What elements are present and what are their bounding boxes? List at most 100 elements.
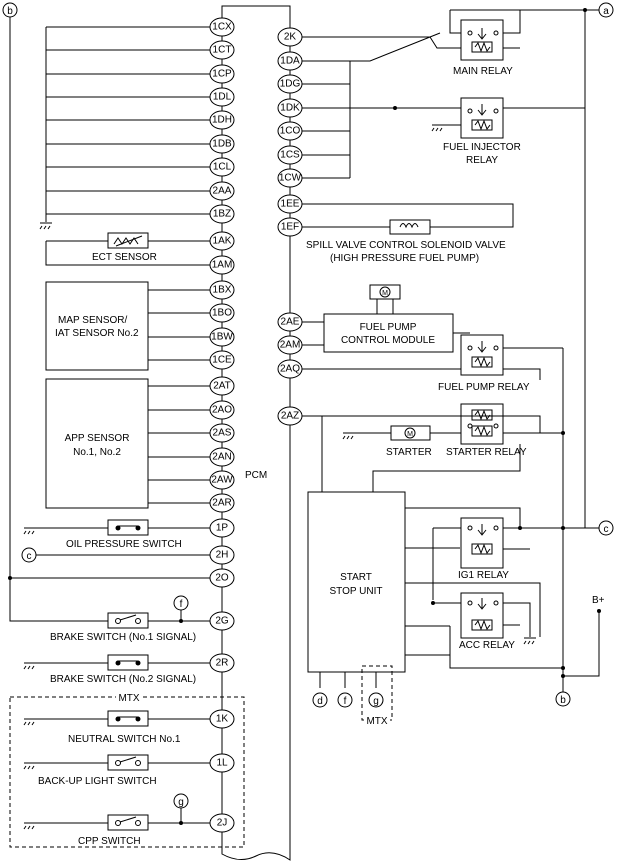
svg-text:1BZ: 1BZ <box>213 209 231 220</box>
connector-d: d <box>312 692 328 708</box>
svg-text:2AE: 2AE <box>281 317 300 328</box>
left-pin-2AA: 2AA <box>209 181 235 201</box>
svg-text:f: f <box>180 599 183 610</box>
left-pin-1K: 1K <box>209 709 235 729</box>
svg-text:a: a <box>603 6 609 17</box>
right-pin-1CS: 1CS <box>277 145 303 165</box>
svg-text:g: g <box>373 696 379 707</box>
left-pin-2O: 2O <box>209 568 235 588</box>
left-pin-1CT: 1CT <box>209 40 235 60</box>
left-pin-2G: 2G <box>209 611 235 631</box>
main-relay-label: MAIN RELAY <box>453 66 513 77</box>
right-pin-2AM: 2AM <box>277 335 303 355</box>
svg-text:1CW: 1CW <box>279 173 302 184</box>
svg-text:1AM: 1AM <box>212 260 233 271</box>
left-pin-1P: 1P <box>209 518 235 538</box>
svg-text:2G: 2G <box>215 616 229 627</box>
svg-text:d: d <box>317 696 323 707</box>
fuel-pump-relay-label: FUEL PUMP RELAY <box>438 382 530 393</box>
svg-text:M: M <box>382 290 388 297</box>
ect-sensor-label: ECT SENSOR <box>92 252 157 263</box>
oil-pressure-switch <box>23 519 210 536</box>
right-pin-1EE: 1EE <box>277 194 303 214</box>
svg-text:1BO: 1BO <box>212 308 232 319</box>
svg-text:1DB: 1DB <box>212 139 232 150</box>
left-pin-2J: 2J <box>209 813 235 833</box>
svg-text:1CX: 1CX <box>212 22 232 33</box>
svg-text:1CS: 1CS <box>280 150 300 161</box>
svg-text:1DL: 1DL <box>213 92 232 103</box>
left-pin-1BZ: 1BZ <box>209 204 235 224</box>
start-stop-unit-label-1: START <box>340 572 372 583</box>
acc-relay <box>431 592 563 669</box>
left-pin-1DH: 1DH <box>209 110 235 130</box>
connector-g: g <box>368 692 384 708</box>
cpp-switch: g <box>23 793 210 831</box>
backup-light-switch <box>23 754 210 771</box>
oil-pressure-switch-label: OIL PRESSURE SWITCH <box>66 539 182 550</box>
pcm-label: PCM <box>245 470 267 481</box>
fuel-pump-relay <box>302 334 563 380</box>
mtx-label-left: MTX <box>118 693 139 704</box>
left-pin-2AO: 2AO <box>209 400 235 420</box>
left-pin-1CE: 1CE <box>209 350 235 370</box>
svg-text:1DG: 1DG <box>280 79 301 90</box>
left-pin-1AM: 1AM <box>209 255 235 275</box>
svg-text:1CT: 1CT <box>213 45 232 56</box>
svg-text:2AN: 2AN <box>212 452 231 463</box>
fuel-pump-control-module-label-1: FUEL PUMP <box>360 322 417 333</box>
left-pin-2AW: 2AW <box>209 470 235 490</box>
svg-text:1CO: 1CO <box>280 126 301 137</box>
b-plus <box>563 609 601 677</box>
connector-c-right: c <box>584 108 614 536</box>
svg-text:1CE: 1CE <box>212 355 232 366</box>
starter-label: STARTER <box>386 447 432 458</box>
left-pin-1DL: 1DL <box>209 87 235 107</box>
app-sensor-label-2: No.1, No.2 <box>73 447 121 458</box>
starter-relay-label: STARTER RELAY <box>446 447 527 458</box>
starter-relay <box>302 403 563 445</box>
svg-text:c: c <box>604 524 609 535</box>
fuel-pump-control-module: M <box>302 284 470 353</box>
left-pin-2R: 2R <box>209 653 235 673</box>
svg-text:f: f <box>344 696 347 707</box>
b-plus-label: B+ <box>592 595 605 606</box>
svg-text:2AM: 2AM <box>280 340 301 351</box>
svg-text:g: g <box>178 797 184 808</box>
right-pin-1EF: 1EF <box>277 217 303 237</box>
left-pin-1CP: 1CP <box>209 64 235 84</box>
connector-f: f <box>337 692 353 708</box>
pcm-bus-right <box>302 32 441 179</box>
left-pin-1AK: 1AK <box>209 231 235 251</box>
svg-text:2AO: 2AO <box>212 405 232 416</box>
svg-text:1DH: 1DH <box>212 115 232 126</box>
svg-text:1DA: 1DA <box>280 56 300 67</box>
map-sensor-label-1: MAP SENSOR/ <box>58 315 127 326</box>
connector-c-left: c <box>21 547 210 563</box>
left-pin-2AN: 2AN <box>209 447 235 467</box>
brake-switch-1: f <box>9 578 210 629</box>
right-pin-1DA: 1DA <box>277 51 303 71</box>
right-pin-2AE: 2AE <box>277 312 303 332</box>
brake-switch-1-label: BRAKE SWITCH (No.1 SIGNAL) <box>50 632 196 643</box>
right-pin-1DK: 1DK <box>277 98 303 118</box>
svg-text:2AR: 2AR <box>212 498 231 509</box>
spill-valve <box>302 203 514 235</box>
svg-text:1DK: 1DK <box>280 103 300 114</box>
svg-text:1AK: 1AK <box>213 236 232 247</box>
left-pin-2AT: 2AT <box>209 376 235 396</box>
app-sensor <box>45 378 210 509</box>
right-pin-2AQ: 2AQ <box>277 359 303 379</box>
neutral-switch <box>23 710 210 727</box>
app-sensor-label-1: APP SENSOR <box>65 433 130 444</box>
right-pin-2AZ: 2AZ <box>277 406 303 426</box>
pcm-body <box>221 5 291 861</box>
brake-switch-2 <box>23 654 210 671</box>
backup-light-switch-label: BACK-UP LIGHT SWITCH <box>38 776 157 787</box>
left-pin-2H: 2H <box>209 545 235 565</box>
svg-text:c: c <box>27 551 32 562</box>
right-pin-1DG: 1DG <box>277 74 303 94</box>
start-stop-unit-label-2: STOP UNIT <box>330 586 383 597</box>
starter: M <box>342 425 431 441</box>
